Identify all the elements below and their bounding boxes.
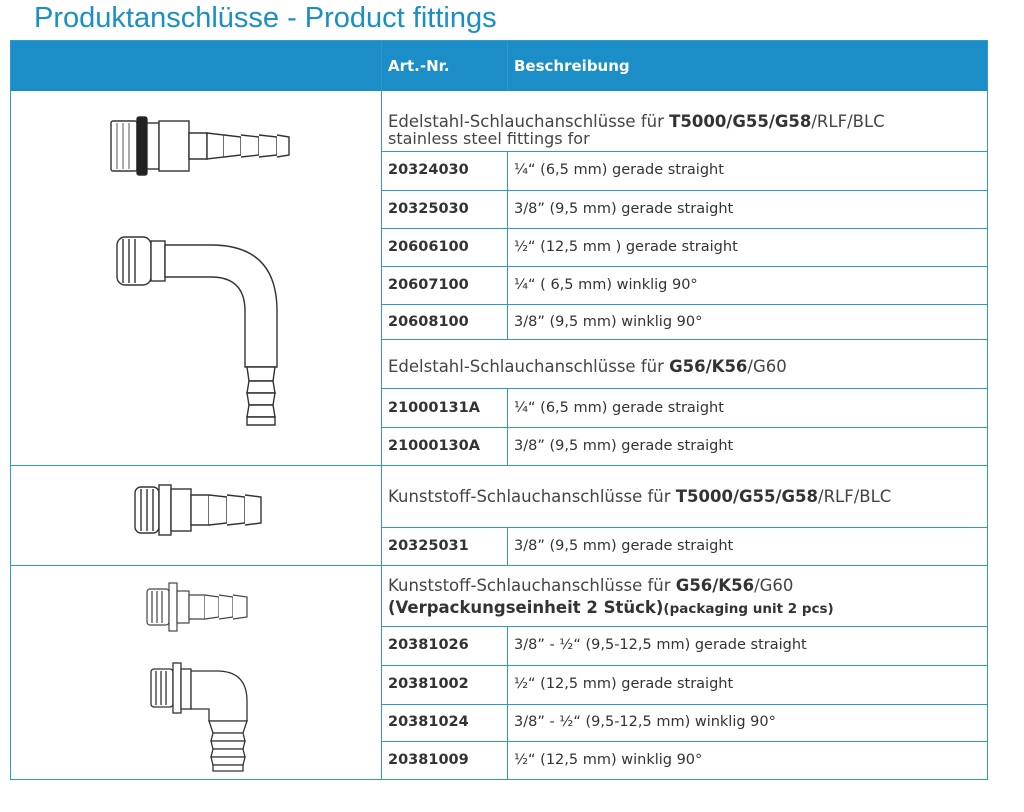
page-title: Produktanschlüsse - Product fittings	[34, 2, 497, 34]
row-divider	[381, 704, 987, 705]
row-divider	[381, 427, 987, 428]
elbow-steel-fitting-icon	[116, 236, 278, 426]
section-2-title: Edelstahl-Schlauchanschlüsse für G56/K56…	[388, 357, 787, 376]
section-1-subtitle: stainless steel fittings for	[388, 129, 590, 148]
art-nr: 20325030	[388, 201, 469, 217]
art-nr: 20606100	[388, 239, 469, 255]
section-divider	[11, 465, 987, 466]
art-nr: 20381002	[388, 676, 469, 692]
art-nr: 21000131A	[388, 400, 480, 416]
column-divider	[507, 152, 508, 339]
art-nr: 21000130A	[388, 438, 480, 454]
row-divider	[381, 388, 987, 389]
description: ½“ (12,5 mm) winklig 90°	[514, 752, 703, 768]
row-divider	[381, 665, 987, 666]
art-nr: 20608100	[388, 314, 469, 330]
art-nr: 20381024	[388, 714, 469, 730]
column-divider	[507, 627, 508, 779]
fittings-table: Art.-Nr. Beschreibung Edelstahl-Schlauch…	[10, 40, 988, 780]
description: ¼“ (6,5 mm) gerade straight	[514, 400, 724, 416]
description: 3/8” (9,5 mm) gerade straight	[514, 438, 734, 454]
description: 3/8” (9,5 mm) winklig 90°	[514, 314, 703, 330]
row-divider	[381, 228, 987, 229]
description: ¼“ ( 6,5 mm) winklig 90°	[514, 277, 698, 293]
art-nr: 20381026	[388, 637, 469, 653]
description: 3/8” (9,5 mm) gerade straight	[514, 538, 734, 554]
header-beschreibung: Beschreibung	[514, 57, 630, 75]
straight-steel-fitting-icon	[110, 116, 290, 176]
description: 3/8” - ½“ (9,5-12,5 mm) gerade straight	[514, 637, 807, 653]
row-divider	[381, 741, 987, 742]
section-4-packaging: (Verpackungseinheit 2 Stück)(packaging u…	[388, 598, 834, 618]
row-divider	[381, 266, 987, 267]
description: ½“ (12,5 mm ) gerade straight	[514, 239, 738, 255]
description: 3/8” - ½“ (9,5-12,5 mm) winklig 90°	[514, 714, 776, 730]
image-column-divider	[381, 41, 382, 779]
description: ¼“ (6,5 mm) gerade straight	[514, 162, 724, 178]
description: 3/8” (9,5 mm) gerade straight	[514, 201, 734, 217]
table-header: Art.-Nr. Beschreibung	[11, 41, 987, 91]
small-straight-plastic-fitting-icon	[146, 582, 248, 632]
header-column-divider	[507, 41, 508, 91]
art-nr: 20324030	[388, 162, 469, 178]
row-divider	[381, 527, 987, 528]
row-divider	[381, 339, 987, 340]
straight-plastic-fitting-icon	[134, 484, 262, 536]
section-4-title: Kunststoff-Schlauchanschlüsse für G56/K5…	[388, 576, 794, 595]
plastic-elbow-fitting-icon	[150, 662, 248, 772]
row-divider	[381, 151, 987, 152]
row-divider	[381, 626, 987, 627]
section-divider	[11, 565, 987, 566]
section-3-title: Kunststoff-Schlauchanschlüsse für T5000/…	[388, 487, 892, 506]
art-nr: 20381009	[388, 752, 469, 768]
column-divider	[507, 389, 508, 465]
header-art-nr: Art.-Nr.	[388, 57, 450, 75]
description: ½“ (12,5 mm) gerade straight	[514, 676, 734, 692]
art-nr: 20607100	[388, 277, 469, 293]
row-divider	[381, 304, 987, 305]
section-1-title: Edelstahl-Schlauchanschlüsse für T5000/G…	[388, 112, 885, 131]
row-divider	[381, 190, 987, 191]
art-nr: 20325031	[388, 538, 469, 554]
column-divider	[507, 528, 508, 565]
